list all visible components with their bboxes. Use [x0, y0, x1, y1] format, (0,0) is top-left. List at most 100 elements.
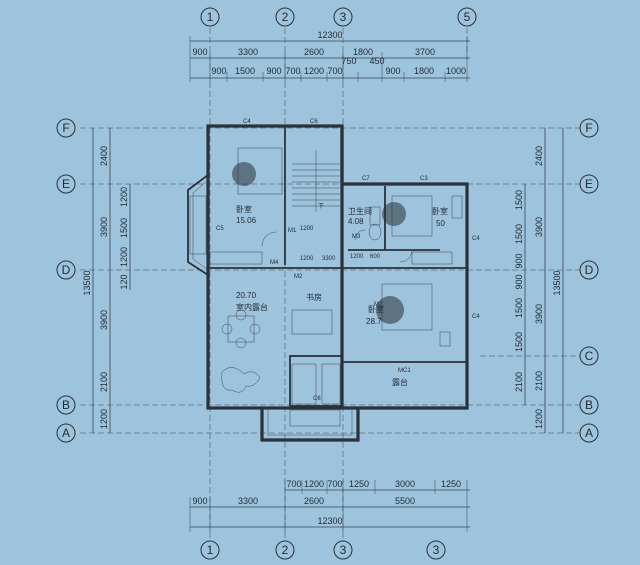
stair-down-label: 下	[318, 203, 324, 210]
opening-labels: C4 C6 C7 C3 C5 C4 C4 M1 M2 M2 M3 M4 C6 M…	[216, 119, 480, 402]
right-dim-outer: 2100	[534, 371, 544, 391]
door-label: M1	[288, 228, 297, 234]
axis-bubble: 3	[426, 540, 446, 560]
right-dim-outer: 3900	[534, 217, 544, 237]
left-dimensions: 13500 2400 3900 3900 2100 1200 1200 1500…	[82, 128, 131, 433]
right-dim-inner: 2100	[514, 372, 524, 392]
right-dim-inner: 1500	[514, 224, 524, 244]
right-dim-inner: 1500	[514, 190, 524, 210]
svg-text:1: 1	[207, 10, 214, 24]
svg-text:E: E	[585, 177, 593, 191]
axis-bubble: 2	[275, 540, 295, 560]
stair-treads	[292, 150, 340, 212]
axis-bubble: D	[579, 260, 599, 280]
top-dim-row2: 1000	[446, 66, 466, 76]
axis-bubble: B	[56, 395, 76, 415]
axis-bubble: D	[56, 260, 76, 280]
bottom-dim-row2: 3300	[238, 496, 258, 506]
left-dim-outer: 3900	[99, 217, 109, 237]
top-dim-row2: 700	[285, 66, 300, 76]
top-dim-row1: 1800	[353, 47, 373, 57]
top-dim-row2: 1800	[414, 66, 434, 76]
room-master-bedroom-name: 卧室	[368, 304, 384, 314]
bottom-dim-row2: 900	[192, 496, 207, 506]
right-dim-inner: 1500	[514, 298, 524, 318]
svg-text:3: 3	[340, 10, 347, 24]
axis-bubble: F	[56, 118, 76, 138]
svg-text:2: 2	[282, 10, 289, 24]
window-label: C6	[313, 396, 321, 402]
top-dim-row2: 900	[211, 66, 226, 76]
door-swings	[261, 229, 413, 263]
top-dim-total: 12300	[317, 30, 342, 40]
right-dim-outer: 3900	[534, 304, 544, 324]
svg-text:A: A	[62, 426, 70, 440]
top-dim-row2: 900	[385, 66, 400, 76]
svg-text:D: D	[585, 263, 594, 277]
bottom-dim-row1: 1250	[441, 479, 461, 489]
svg-text:B: B	[585, 398, 593, 412]
svg-text:3: 3	[433, 543, 440, 557]
furniture	[221, 195, 463, 393]
left-dim-inner: 120	[119, 274, 129, 289]
room-bedroom-left-name: 卧室	[236, 204, 252, 214]
svg-text:F: F	[585, 121, 592, 135]
axis-bubble: 1	[200, 540, 220, 560]
top-dim-row2: 750	[341, 56, 356, 66]
svg-text:C: C	[585, 349, 594, 363]
axis-bubble: C	[579, 346, 599, 366]
window-label: C7	[362, 176, 370, 182]
top-dim-row1: 3700	[415, 47, 435, 57]
room-bedroom-left-area: 15.06	[236, 216, 257, 225]
axis-bubbles-left: F E D B A	[56, 118, 76, 443]
window-label: C3	[420, 176, 428, 182]
svg-text:3: 3	[340, 543, 347, 557]
top-dim-row1: 3300	[238, 47, 258, 57]
axis-bubble: B	[579, 395, 599, 415]
room-bedroom-right-area: 50	[436, 219, 445, 228]
right-dimensions: 13500 2400 3900 3900 2100 1200 1500 1500…	[514, 128, 564, 433]
door-label: MC1	[398, 368, 411, 374]
svg-text:B: B	[62, 398, 70, 412]
bottom-dim-row2: 5500	[395, 496, 415, 506]
room-master-bedroom-area: 28.7	[366, 317, 382, 326]
room-bedroom-right-name: 卧室	[432, 206, 448, 216]
left-dim-outer: 2400	[99, 146, 109, 166]
room-balcony-name: 露台	[392, 377, 408, 387]
svg-text:E: E	[62, 177, 70, 191]
axis-bubble: 3	[333, 540, 353, 560]
top-dim-row2: 450	[369, 56, 384, 66]
right-dim-outer: 1200	[534, 409, 544, 429]
door-label: M2	[294, 274, 303, 280]
window-label: C5	[216, 226, 224, 232]
axis-bubble: 3	[333, 7, 353, 27]
axis-bubble: A	[56, 423, 76, 443]
top-dim-row2: 900	[266, 66, 281, 76]
plan-details	[189, 147, 463, 427]
room-labels: 卧室 15.06 卧室 50 卫生间 4.08 卧室 28.7 20.70 室内…	[236, 204, 448, 387]
svg-text:2: 2	[282, 543, 289, 557]
window-label: C4	[243, 119, 251, 125]
right-dim-inner: 1500	[514, 332, 524, 352]
svg-text:1: 1	[207, 543, 214, 557]
left-dim-inner: 1200	[119, 187, 129, 207]
room-family-hall-name: 室内露台	[236, 302, 268, 312]
right-dim-outer: 2400	[534, 146, 544, 166]
svg-text:A: A	[585, 426, 593, 440]
room-bathroom-area: 4.08	[348, 217, 364, 226]
top-dim-row1: 2600	[304, 47, 324, 57]
beds	[232, 147, 433, 331]
window-label: C6	[310, 119, 318, 125]
right-dim-total: 13500	[552, 270, 562, 295]
room-bathroom-name: 卫生间	[348, 206, 372, 216]
bottom-dim-row1: 1200	[304, 479, 324, 489]
dim-note: 1200	[300, 256, 314, 262]
bottom-dimensions: 700 1200 700 1250 3000 1250 900 3300 260…	[189, 479, 470, 532]
dim-note: 600	[370, 254, 381, 260]
left-dim-outer: 1200	[99, 409, 109, 429]
top-dim-row2: 1500	[235, 66, 255, 76]
bottom-dim-row1: 700	[286, 479, 301, 489]
axis-bubble: E	[56, 174, 76, 194]
left-dim-inner: 1500	[119, 218, 129, 238]
bottom-dim-row1: 700	[327, 479, 342, 489]
